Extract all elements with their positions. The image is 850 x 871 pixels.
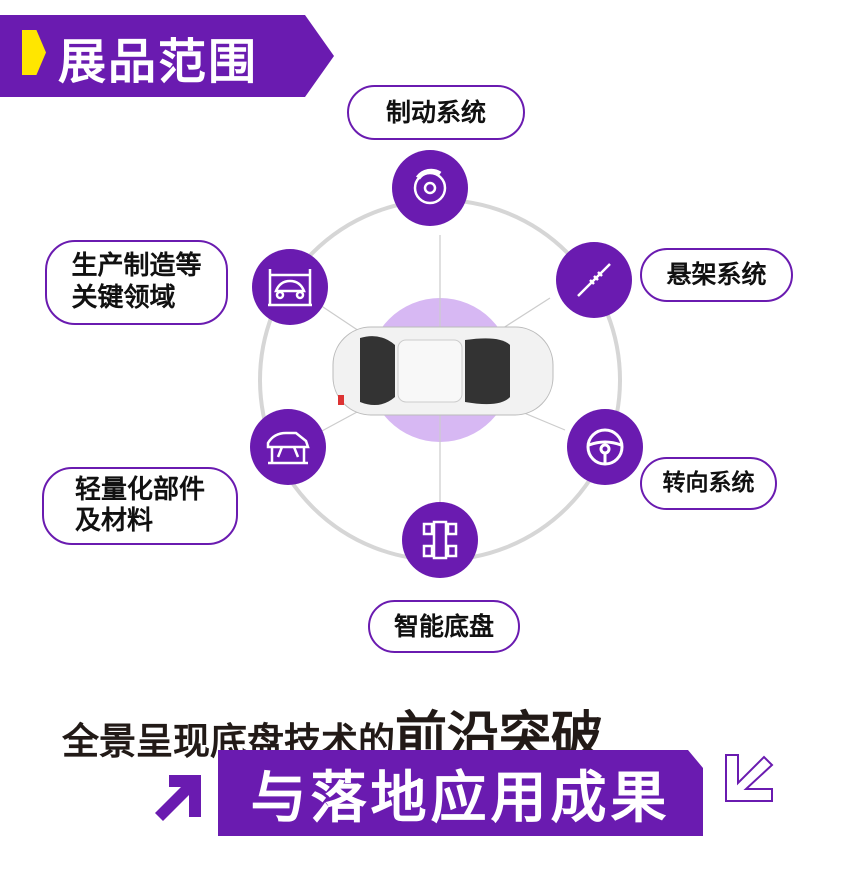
car-image: [332, 326, 554, 416]
category-suspension-system: 悬架系统: [640, 248, 793, 302]
shock-absorber-icon: [556, 242, 632, 318]
tagline-line2: 与落地应用成果: [218, 750, 703, 836]
steering-wheel-icon: [567, 409, 643, 485]
category-brake-system: 制动系统: [347, 85, 525, 140]
car-body-lift-icon: [250, 409, 326, 485]
category-lightweight-parts: 轻量化部件 及材料: [42, 467, 238, 545]
category-smart-chassis: 智能底盘: [368, 600, 520, 653]
page-title: 展品范围: [58, 34, 259, 90]
car-lift-icon: [252, 249, 328, 325]
header-banner: [0, 15, 334, 97]
category-manufacturing: 生产制造等 关键领域: [45, 240, 228, 325]
chassis-icon: [402, 502, 478, 578]
arrow-up-right-icon: [155, 775, 201, 821]
brake-disc-icon: [392, 150, 468, 226]
category-steering-system: 转向系统: [640, 457, 777, 510]
arrow-down-left-icon: [725, 754, 774, 802]
